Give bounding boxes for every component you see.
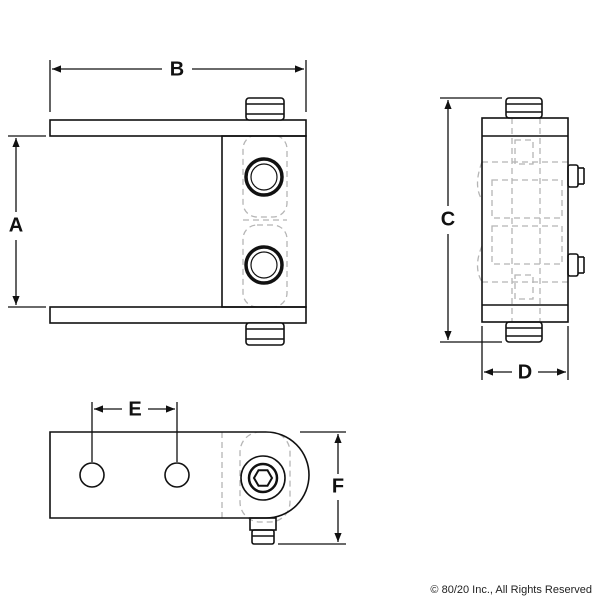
side-screw-lower (567, 253, 579, 277)
side-top-pin (505, 97, 543, 119)
top-view (49, 431, 310, 545)
upper-plate (49, 119, 307, 137)
bottom-pin-head (245, 322, 285, 346)
dimension-b (49, 60, 307, 112)
front-hole-lower (244, 245, 284, 285)
dimension-e (91, 402, 178, 462)
front-view-hidden-lines (99, 118, 288, 325)
hex-socket-icon (252, 469, 274, 487)
copyright-notice: © 80/20 Inc., All Rights Reserved (430, 584, 592, 596)
dimension-c-label: C (441, 208, 455, 230)
front-view (49, 97, 307, 346)
front-hole-upper (244, 157, 284, 197)
top-hole-1 (79, 462, 105, 488)
top-pin-head (245, 97, 285, 121)
top-view-hidden-lines (221, 431, 291, 523)
dimension-a-label: A (9, 214, 23, 236)
side-screw-upper (567, 164, 579, 188)
side-body (481, 117, 569, 323)
dimension-f (278, 431, 346, 545)
hinge-body (221, 135, 307, 308)
top-plate-outline (49, 431, 310, 519)
dimension-e-label: E (128, 398, 141, 420)
side-view (476, 97, 585, 343)
lower-plate (49, 306, 307, 324)
dimension-d-label: D (518, 361, 532, 383)
pivot-pin (240, 455, 286, 501)
side-bottom-pin (505, 321, 543, 343)
dimension-a (8, 135, 46, 308)
top-hole-2 (164, 462, 190, 488)
dimension-d (481, 326, 569, 380)
top-view-screw (249, 517, 277, 531)
dimension-f-label: F (332, 475, 344, 497)
side-view-hidden-lines (476, 118, 568, 322)
dimension-c (440, 97, 502, 343)
dimension-b-label: B (170, 58, 184, 80)
